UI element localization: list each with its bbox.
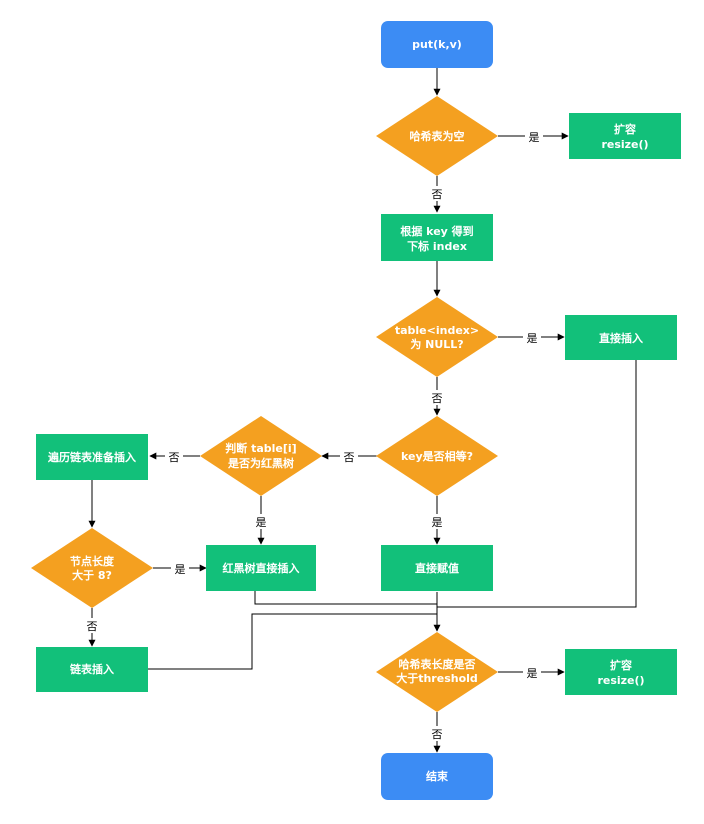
process-get-index: 根据 key 得到 下标 index	[381, 214, 493, 261]
edge-list-insert-merge	[148, 613, 437, 670]
process-list-insert-label: 链表插入	[70, 662, 114, 676]
process-list-insert-shape	[36, 647, 148, 692]
decision-hash-empty: 哈希表为空	[376, 96, 498, 176]
end-node: 结束	[381, 753, 493, 800]
end-node-shape	[381, 753, 493, 800]
label-no-node-length: 否	[87, 620, 98, 633]
decision-key-equal: key是否相等?	[376, 416, 498, 496]
process-resize-1-label-1: 扩容	[614, 122, 636, 136]
process-resize-1-label-2: resize()	[601, 138, 648, 151]
process-direct-insert: 直接插入	[565, 315, 677, 360]
decision-table-null-label-2: 为 NULL?	[410, 337, 463, 351]
start-node-shape	[381, 21, 493, 68]
process-traverse-list: 遍历链表准备插入	[36, 434, 148, 480]
edges	[88, 68, 637, 753]
process-resize-2-label-2: resize()	[597, 674, 644, 687]
process-rbtree-insert-shape	[206, 545, 316, 591]
label-no-key-equal: 否	[344, 451, 355, 464]
process-direct-assign: 直接赋值	[381, 545, 493, 591]
decision-node-length-label-2: 大于 8?	[72, 568, 112, 582]
process-direct-insert-shape	[565, 315, 677, 360]
process-resize-1-shape	[569, 113, 681, 159]
process-rbtree-insert-label: 红黑树直接插入	[223, 561, 300, 575]
label-no-hash-empty: 否	[432, 188, 443, 201]
process-traverse-list-label: 遍历链表准备插入	[47, 450, 136, 464]
process-resize-2-label-1: 扩容	[610, 658, 632, 672]
decision-threshold-label-2: 大于threshold	[396, 671, 478, 685]
label-yes-direct-assign: 是	[432, 516, 443, 529]
edge-direct-insert-merge	[437, 360, 637, 608]
decision-node-length-shape	[31, 528, 153, 608]
decision-threshold-label-1: 哈希表长度是否	[399, 657, 476, 671]
decision-is-rbtree-label-1: 判断 table[i]	[225, 441, 296, 455]
decision-table-null: table<index> 为 NULL?	[376, 297, 498, 377]
start-node: put(k,v)	[381, 21, 493, 68]
end-node-label: 结束	[425, 769, 449, 783]
decision-is-rbtree: 判断 table[i] 是否为红黑树	[200, 416, 322, 496]
process-resize-1: 扩容 resize()	[569, 113, 681, 159]
process-direct-insert-label: 直接插入	[599, 331, 643, 345]
process-direct-assign-shape	[381, 545, 493, 591]
label-yes-resize1: 是	[529, 131, 540, 144]
start-node-label: put(k,v)	[412, 38, 462, 51]
decision-table-null-shape	[376, 297, 498, 377]
process-resize-2: 扩容 resize()	[565, 649, 677, 695]
decision-table-null-label-1: table<index>	[395, 324, 479, 337]
process-get-index-label-1: 根据 key 得到	[400, 224, 473, 238]
decision-threshold-shape	[376, 632, 498, 712]
decision-is-rbtree-shape	[200, 416, 322, 496]
label-yes-node-length: 是	[175, 563, 186, 576]
decision-node-length-label-1: 节点长度	[70, 554, 115, 568]
decision-key-equal-shape	[376, 416, 498, 496]
label-no-is-rbtree: 否	[169, 451, 180, 464]
edge-rbtree-insert-merge	[254, 591, 437, 605]
nodes: put(k,v) 哈希表为空 扩容 resize() 根据 key 得到 下标 …	[31, 21, 681, 800]
decision-is-rbtree-label-2: 是否为红黑树	[227, 456, 294, 470]
process-get-index-shape	[381, 214, 493, 261]
label-no-table-null: 否	[432, 392, 443, 405]
process-resize-2-shape	[565, 649, 677, 695]
process-traverse-list-shape	[36, 434, 148, 480]
label-yes-direct-insert: 是	[527, 332, 538, 345]
decision-key-equal-label: key是否相等?	[401, 449, 473, 463]
decision-node-length: 节点长度 大于 8?	[31, 528, 153, 608]
decision-hash-empty-label: 哈希表为空	[410, 129, 465, 143]
edge-labels: 是 否 是 否 否 是 否 是 是 否 是 否	[83, 129, 543, 741]
label-yes-resize2: 是	[527, 667, 538, 680]
decision-threshold: 哈希表长度是否 大于threshold	[376, 632, 498, 712]
decision-hash-empty-shape	[376, 96, 498, 176]
process-rbtree-insert: 红黑树直接插入	[206, 545, 316, 591]
process-list-insert: 链表插入	[36, 647, 148, 692]
label-no-threshold: 否	[432, 728, 443, 741]
process-get-index-label-2: 下标 index	[407, 239, 467, 253]
process-direct-assign-label: 直接赋值	[415, 561, 459, 575]
label-yes-rbtree-insert: 是	[256, 516, 267, 529]
